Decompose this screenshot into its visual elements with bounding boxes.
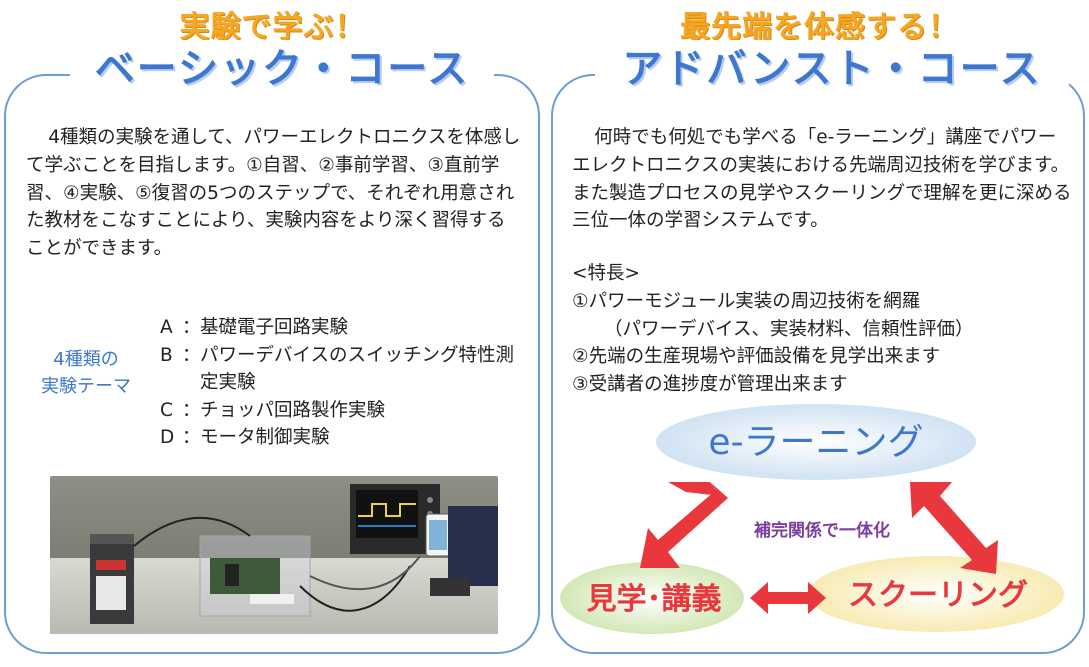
cycle-arrows	[640, 482, 998, 614]
lab-equipment-photo	[50, 476, 498, 634]
theme-letter: D	[160, 427, 175, 448]
arrow-left-diagonal	[640, 482, 728, 568]
schooling-label: スクーリング	[848, 578, 1028, 613]
theme-colon: ：	[182, 399, 201, 421]
oscilloscope	[350, 484, 440, 554]
elearning-ellipse	[656, 404, 976, 480]
arrow-horizontal	[750, 582, 826, 614]
advanced-description: 何時でも何処でも学べる「e-ラーニング」講座でパワーエレクトロニクスの実装におけ…	[572, 127, 1072, 232]
theme-text: チョッパ回路製作実験	[200, 399, 386, 421]
learning-cycle-diagram: e-ラーニング 見学･講義 スクーリング 補完関係で一体化	[560, 404, 1064, 634]
theme-letter: A	[160, 317, 173, 338]
theme-colon: ：	[182, 344, 201, 366]
power-supply-unit	[90, 534, 134, 624]
theme-letter: B	[160, 344, 173, 366]
feature-item: ②先端の生産現場や評価設備を見学出来ます	[572, 346, 941, 368]
feature-sub-item: （パワーデバイス、実装材料、信頼性評価）	[604, 318, 974, 340]
theme-item: C ： チョッパ回路製作実験	[160, 397, 530, 425]
theme-item: B ： パワーデバイスのスイッチング特性測定実験	[160, 342, 530, 397]
tour-lecture-label: 見学･講義	[587, 582, 722, 617]
theme-label-line1: 4種類の	[53, 349, 119, 370]
advanced-heading-top: 最先端を体感する！	[680, 10, 959, 45]
theme-letter: C	[160, 399, 173, 421]
arrow-right-diagonal	[910, 482, 998, 574]
basic-description: 4種類の実験を通して、パワーエレクトロニクスを体感して学ぶことを目指します。①自…	[26, 127, 521, 260]
feature-item: ①パワーモジュール実装の周辺技術を網羅	[572, 290, 921, 312]
theme-list: A ： 基礎電子回路実験 B ： パワーデバイスのスイッチング特性測定実験 C …	[160, 314, 530, 452]
complement-label: 補完関係で一体化	[753, 520, 890, 541]
feature-item: ③受講者の進捗度が管理出来ます	[572, 374, 848, 396]
features-list: <特長> ①パワーモジュール実装の周辺技術を網羅 （パワーデバイス、実装材料、信…	[572, 260, 1077, 399]
theme-text: モータ制御実験	[200, 427, 330, 448]
basic-course-title: ベーシック・コース	[70, 40, 494, 98]
tour-lecture-ellipse	[560, 562, 744, 634]
theme-item: A ： 基礎電子回路実験	[160, 314, 530, 342]
theme-text: パワーデバイスのスイッチング特性測定実験	[200, 344, 514, 394]
features-title: <特長>	[572, 263, 641, 284]
schooling-ellipse	[808, 556, 1064, 632]
lab-photo-illustration	[50, 476, 498, 634]
theme-colon: ：	[182, 317, 201, 338]
advanced-course-title: アドバンスト・コース	[595, 40, 1069, 98]
elearning-label: e-ラーニング	[708, 422, 923, 463]
theme-item: D ： モータ制御実験	[160, 424, 530, 452]
theme-text: 基礎電子回路実験	[200, 317, 349, 338]
theme-label-line2: 実験テーマ	[41, 376, 131, 397]
basic-heading-top: 実験で学ぶ！	[179, 10, 366, 45]
theme-label: 4種類の 実験テーマ	[20, 346, 152, 400]
theme-colon: ：	[182, 427, 201, 448]
